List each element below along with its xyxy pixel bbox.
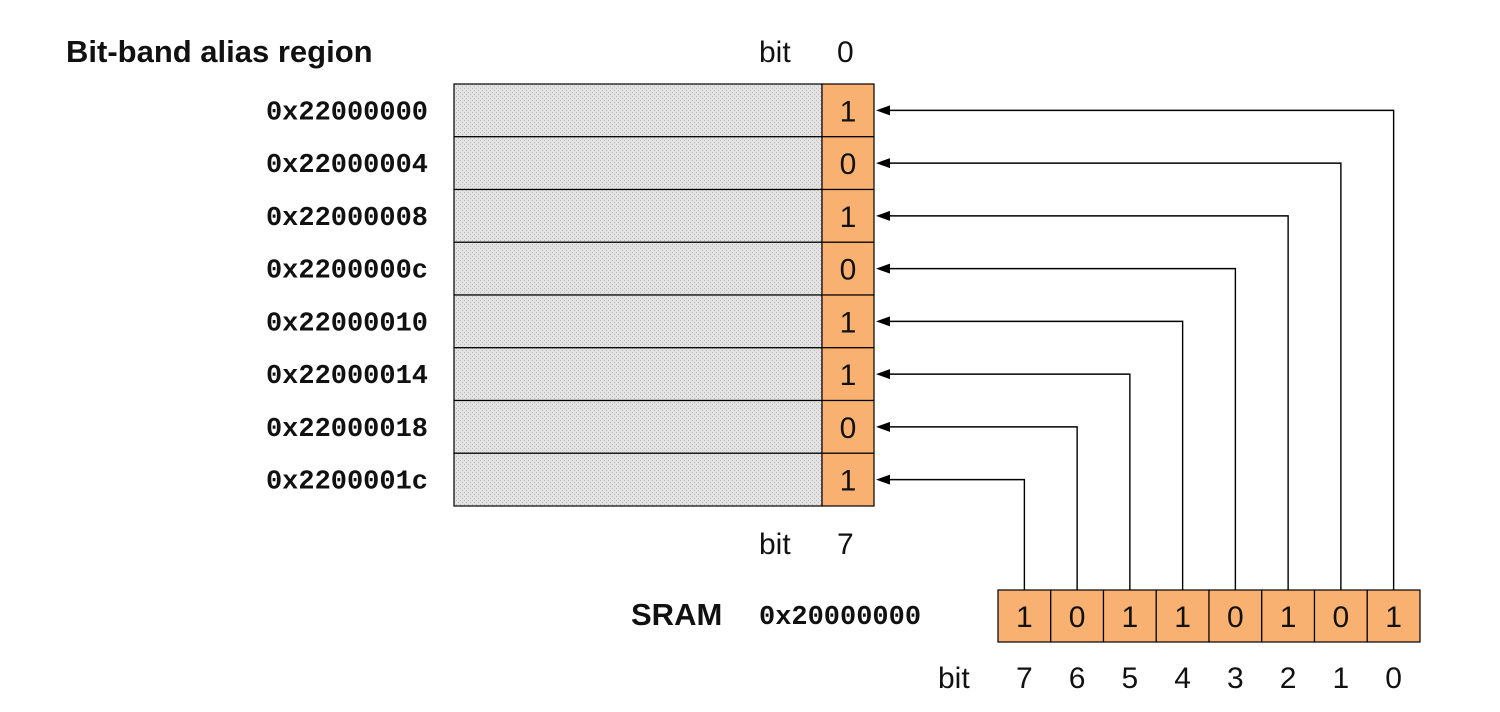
alias-bit0-cell bbox=[821, 136, 875, 191]
sram-bit-number: 2 bbox=[1280, 662, 1297, 695]
alias-address: 0x2200001c bbox=[266, 468, 428, 498]
alias-address: 0x22000000 bbox=[266, 98, 428, 128]
alias-address: 0x22000014 bbox=[266, 362, 428, 392]
connector-line bbox=[888, 215, 1289, 590]
sram-bit-number: 5 bbox=[1122, 662, 1139, 695]
sram-bit-value: 1 bbox=[1280, 601, 1297, 634]
alias-word-cell bbox=[453, 452, 823, 507]
sram-bit-value: 0 bbox=[1227, 601, 1244, 634]
alias-word-cell bbox=[453, 188, 823, 243]
alias-address: 0x22000010 bbox=[266, 309, 428, 339]
sram-bit-cell: 01 bbox=[1313, 589, 1368, 695]
sram-cell-box bbox=[1313, 589, 1368, 643]
alias-address: 0x22000004 bbox=[266, 151, 428, 181]
connector-arrowhead bbox=[876, 316, 890, 327]
alias-row: 0x2200000c 0 bbox=[266, 241, 875, 296]
alias-region-title: Bit-band alias region bbox=[66, 34, 373, 69]
alias-row: 0x22000018 0 bbox=[266, 399, 875, 454]
alias-bit-value: 1 bbox=[840, 95, 857, 128]
connectors bbox=[876, 105, 1395, 590]
sram-bit-number: 1 bbox=[1333, 662, 1350, 695]
alias-row: 0x22000000 1 bbox=[266, 83, 875, 138]
sram-bit-number: 7 bbox=[1016, 662, 1033, 695]
bit-bottom-number: 7 bbox=[837, 528, 854, 561]
connector-line bbox=[888, 478, 1026, 590]
alias-row: 0x22000008 1 bbox=[266, 188, 875, 243]
connector-line bbox=[888, 373, 1131, 590]
alias-bit-value: 1 bbox=[840, 465, 857, 498]
sram-bit-number: 3 bbox=[1227, 662, 1244, 695]
connector-arrowhead bbox=[876, 421, 890, 432]
alias-bit-value: 1 bbox=[840, 306, 857, 339]
connector-line bbox=[888, 320, 1184, 590]
connector-line bbox=[888, 162, 1342, 590]
alias-bit-value: 1 bbox=[840, 201, 857, 234]
sram-cell-box bbox=[1102, 589, 1157, 643]
sram-bit-number: 4 bbox=[1174, 662, 1191, 695]
sram-address: 0x20000000 bbox=[759, 603, 921, 633]
connector-line bbox=[888, 267, 1237, 590]
sram-bit-value: 0 bbox=[1069, 601, 1086, 634]
alias-word-cell bbox=[453, 294, 823, 349]
alias-bit0-cell bbox=[821, 347, 875, 402]
connector-arrowhead bbox=[876, 474, 890, 485]
connector-arrowhead bbox=[876, 105, 890, 116]
connector-arrowhead bbox=[876, 210, 890, 221]
sram-bit-cell: 15 bbox=[1102, 589, 1157, 695]
sram-bit-number: 0 bbox=[1385, 662, 1402, 695]
connector-line bbox=[888, 109, 1395, 590]
alias-word-cell bbox=[453, 241, 823, 296]
sram-bit-label: bit bbox=[938, 662, 970, 695]
bit-bottom-label: bit bbox=[759, 528, 791, 561]
alias-address: 0x2200000c bbox=[266, 257, 428, 287]
alias-row: 0x22000014 1 bbox=[266, 347, 875, 402]
sram-bit-cell: 03 bbox=[1208, 589, 1263, 695]
alias-row: 0x22000010 1 bbox=[266, 294, 875, 349]
sram-bit-value: 1 bbox=[1174, 601, 1191, 634]
sram-cell-box bbox=[1050, 589, 1105, 643]
sram-label: SRAM bbox=[631, 597, 722, 632]
sram-cell-box bbox=[1366, 589, 1421, 643]
sram-bit-cell: 06 bbox=[1050, 589, 1105, 695]
alias-bit-value: 0 bbox=[840, 412, 857, 445]
alias-word-cell bbox=[453, 83, 823, 138]
sram-bit-cell: 17 bbox=[997, 589, 1052, 695]
sram-cell-box bbox=[997, 589, 1052, 643]
alias-row: 0x2200001c 1 bbox=[266, 452, 875, 507]
sram-bit-value: 1 bbox=[1016, 601, 1033, 634]
alias-bit0-cell bbox=[821, 241, 875, 296]
connector-arrowhead bbox=[876, 369, 890, 380]
sram-bit-number: 6 bbox=[1069, 662, 1086, 695]
sram-bit-cell: 10 bbox=[1366, 589, 1421, 695]
sram-cell-box bbox=[1208, 589, 1263, 643]
alias-row: 0x22000004 0 bbox=[266, 136, 875, 191]
alias-word-cell bbox=[453, 347, 823, 402]
sram-bit-value: 1 bbox=[1122, 601, 1139, 634]
alias-bit-value: 0 bbox=[840, 254, 857, 287]
connector-line bbox=[888, 426, 1078, 590]
alias-bit0-cell bbox=[821, 452, 875, 507]
alias-address: 0x22000008 bbox=[266, 204, 428, 234]
alias-bit0-cell bbox=[821, 83, 875, 138]
bit-top-number: 0 bbox=[837, 36, 854, 69]
sram-bit-cell: 12 bbox=[1261, 589, 1316, 695]
alias-word-cell bbox=[453, 399, 823, 454]
alias-bit-value: 0 bbox=[840, 148, 857, 181]
connector-arrowhead bbox=[876, 263, 890, 274]
alias-address: 0x22000018 bbox=[266, 415, 428, 445]
alias-word-cell bbox=[453, 136, 823, 191]
sram-bit-value: 1 bbox=[1385, 601, 1402, 634]
bit-top-label: bit bbox=[759, 36, 791, 69]
sram-bit-cell: 14 bbox=[1155, 589, 1210, 695]
sram-cell-box bbox=[1261, 589, 1316, 643]
connector-arrowhead bbox=[876, 158, 890, 169]
sram-bit-value: 0 bbox=[1333, 601, 1350, 634]
alias-bit-value: 1 bbox=[840, 359, 857, 392]
